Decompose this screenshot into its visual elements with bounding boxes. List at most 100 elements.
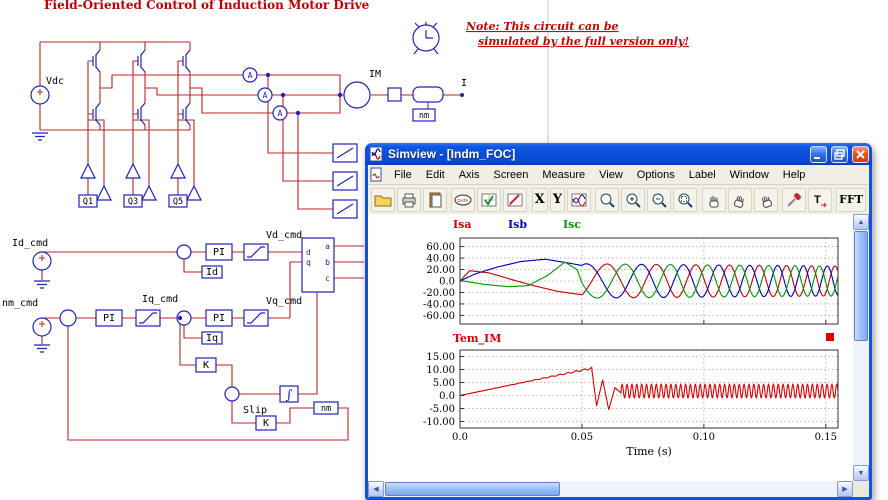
vertical-scroll-thumb[interactable] [854, 231, 868, 341]
iq-link-label: Iq [206, 333, 218, 344]
zoom-button[interactable] [595, 187, 620, 212]
menu-item-screen[interactable]: Screen [493, 168, 529, 181]
menu-item-window[interactable]: Window [729, 168, 769, 181]
window-icon[interactable] [368, 146, 384, 162]
maximize-button[interactable] [831, 145, 848, 163]
x-axis-button[interactable]: X [531, 187, 548, 212]
pin-c-label: c [325, 274, 330, 283]
menu-item-options[interactable]: Options [636, 168, 675, 181]
pan-button[interactable] [727, 187, 752, 212]
motor-label: IM [369, 69, 381, 80]
copy-button[interactable] [423, 187, 447, 212]
pin-q-label: q [306, 258, 311, 267]
voltage-probes[interactable] [332, 143, 358, 219]
document-icon[interactable] [370, 167, 383, 182]
menu-item-file[interactable]: File [394, 168, 412, 181]
ammeter-label: A [248, 71, 253, 80]
pin-b-label: b [325, 258, 330, 267]
ammeter-label: A [278, 109, 283, 118]
pi-block-label: PI [213, 247, 225, 258]
zoom-window-button[interactable] [673, 187, 698, 212]
scroll-right-button[interactable]: ▶ [837, 481, 853, 497]
nm-cmd-label: nm_cmd [2, 298, 38, 309]
move-button[interactable] [753, 187, 778, 212]
title-bar[interactable]: Simview - [Indm_FOC] [365, 143, 872, 165]
window-title: Simview - [Indm_FOC] [388, 147, 516, 161]
legend-Isa[interactable]: Isa [453, 218, 471, 231]
up-arrow-icon: ▲ [857, 218, 865, 226]
y-axis-button[interactable]: Y [549, 187, 565, 212]
iq-cmd-label: Iq_cmd [142, 294, 178, 305]
torque-probe-label: I [461, 78, 467, 89]
print-button[interactable] [397, 187, 421, 212]
gate-drivers[interactable]: Q1 Q3 Q5 [78, 163, 202, 208]
y-tick-label: 5.00 [433, 378, 455, 389]
zoom-out-button[interactable] [647, 187, 672, 212]
close-button[interactable] [852, 145, 869, 163]
down-arrow-icon: ▼ [857, 469, 865, 477]
pin-d-label: d [306, 248, 311, 257]
data-button-label: DATA [458, 198, 469, 203]
menu-item-measure[interactable]: Measure [542, 168, 586, 181]
hand-button[interactable] [701, 187, 726, 212]
scroll-left-button[interactable]: ◀ [368, 481, 384, 497]
x-tick-label: 0.10 [693, 432, 715, 443]
x-tick-label: 0.0 [452, 432, 468, 443]
properties-button[interactable] [503, 187, 528, 212]
minimize-button[interactable] [810, 145, 827, 163]
y-tick-label: 15.00 [426, 352, 455, 363]
induction-motor[interactable]: IM I nm [337, 69, 467, 122]
right-arrow-icon: ▶ [842, 486, 848, 493]
screwdriver-button[interactable] [781, 187, 806, 212]
menu-item-view[interactable]: View [599, 168, 623, 181]
y-tick-label: 60.00 [426, 242, 455, 253]
gating-label-q3: Q3 [128, 197, 138, 207]
id-link-label: Id [206, 267, 218, 278]
menu-item-edit[interactable]: Edit [425, 168, 445, 181]
horizontal-scroll-thumb[interactable] [385, 482, 560, 496]
control-blocks[interactable]: PI PI PI Id Iq K K ∫ nm d q a b c [32, 237, 339, 431]
curves-button[interactable] [566, 187, 591, 212]
open-button[interactable] [371, 187, 395, 212]
data-points-button[interactable]: DATA [451, 187, 476, 212]
id-cmd-label: Id_cmd [12, 238, 48, 249]
x-axis-title: Time (s) [626, 445, 672, 458]
selected-curve-marker[interactable] [826, 333, 834, 341]
series-Isb [460, 258, 838, 299]
note-line-1: Note: This circuit can be [465, 20, 619, 33]
y-tick-label: -60.00 [423, 311, 455, 322]
pin-a-label: a [325, 242, 330, 251]
y-tick-label: 20.00 [426, 265, 455, 276]
scroll-up-button[interactable]: ▲ [853, 214, 869, 230]
control-wires[interactable] [41, 245, 364, 441]
menu-bar[interactable]: File Edit Axis Screen Measure View Optio… [368, 165, 869, 185]
dc-source-vdc[interactable] [30, 85, 50, 141]
pi-block-label: PI [103, 313, 115, 324]
y-tick-label: 40.00 [426, 254, 455, 265]
vertical-scrollbar[interactable]: ▲ ▼ [853, 214, 869, 481]
text-tool-button[interactable]: T [807, 187, 832, 212]
y-tick-label: -40.00 [423, 299, 455, 310]
scroll-down-button[interactable]: ▼ [853, 465, 869, 481]
menu-item-label[interactable]: Label [688, 168, 716, 181]
toolbar[interactable]: DATA X Y T FFT [368, 185, 869, 214]
slip-label: Slip [243, 405, 267, 416]
legend-Tem_IM[interactable]: Tem_IM [453, 332, 501, 346]
horizontal-scrollbar[interactable]: ◀ ▶ [368, 481, 853, 497]
measure-button[interactable] [477, 187, 502, 212]
current-sensors[interactable]: A A A [242, 67, 301, 121]
legend-Isc[interactable]: Isc [563, 218, 581, 231]
menu-item-axis[interactable]: Axis [458, 168, 480, 181]
menu-item-help[interactable]: Help [782, 168, 806, 181]
fft-button[interactable]: FFT [836, 187, 866, 212]
simview-window[interactable]: Simview - [Indm_FOC] File Edit Axis Scre… [365, 143, 872, 500]
clock-component[interactable] [412, 22, 440, 55]
legend-Isb[interactable]: Isb [508, 218, 527, 231]
svg-text:T: T [814, 194, 821, 206]
zoom-in-button[interactable] [621, 187, 646, 212]
